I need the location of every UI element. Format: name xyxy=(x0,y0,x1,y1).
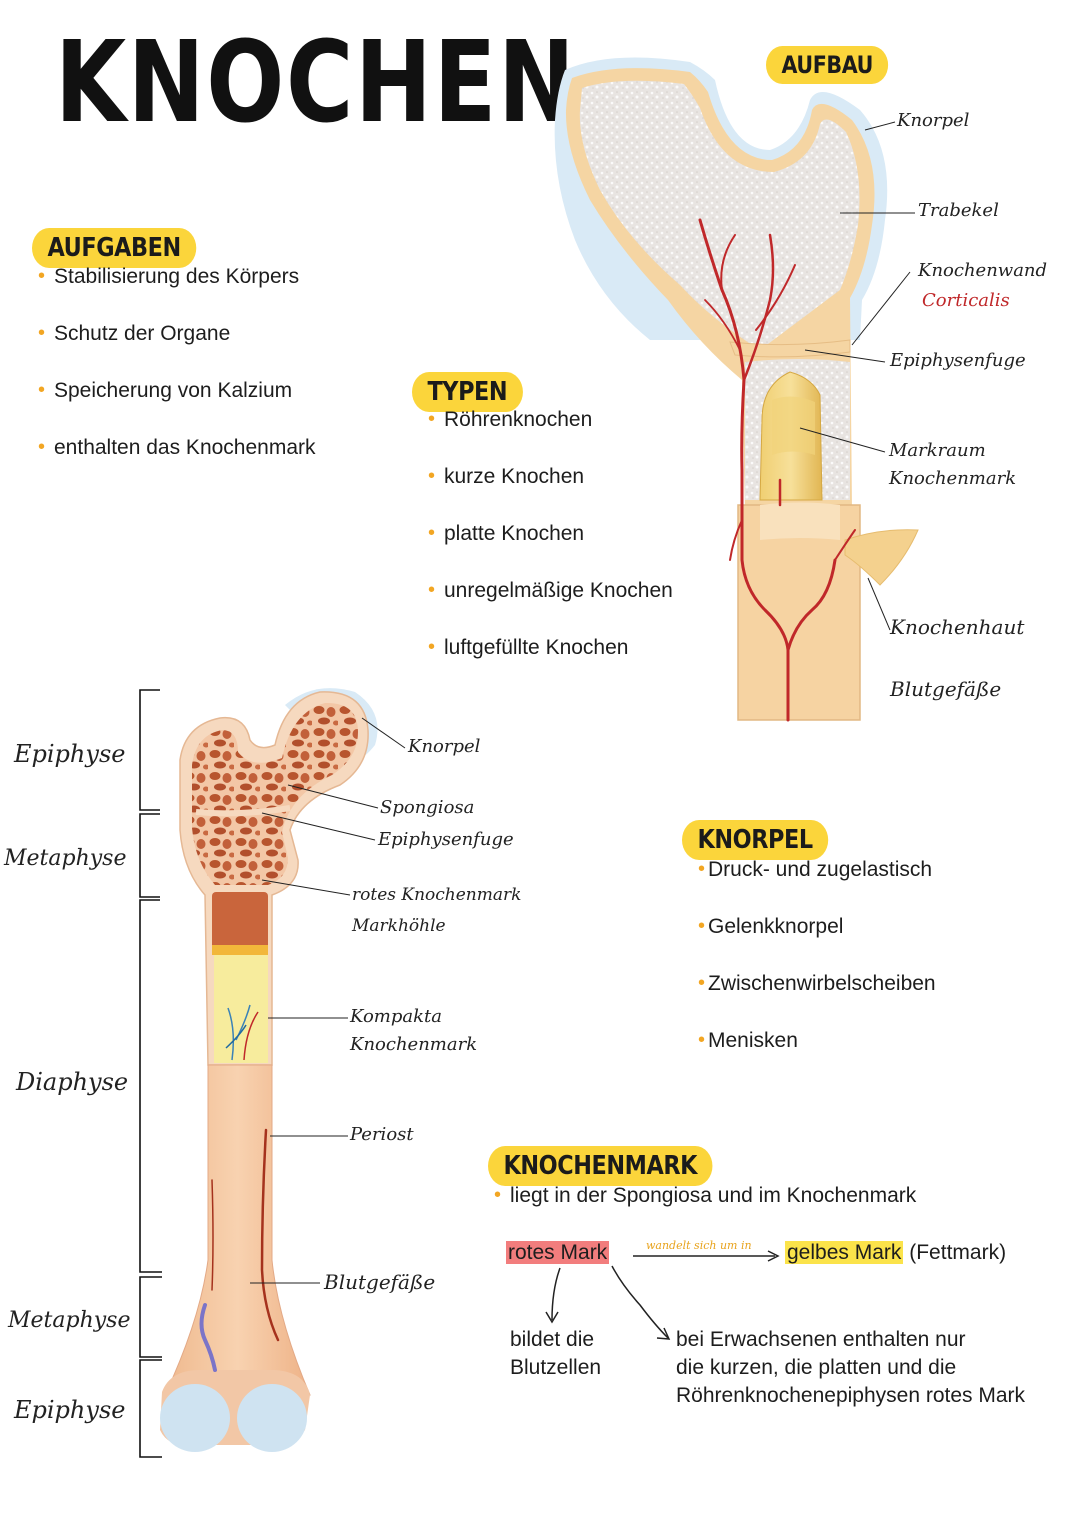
femur-label-spongiosa: Spongiosa xyxy=(380,797,475,818)
knochenmark-arrows xyxy=(545,1250,780,1340)
femur-label-rotes-knochenmark: rotes Knochenmark xyxy=(352,885,522,905)
femur-label-blutgefaesse: Blutgefäße xyxy=(324,1270,436,1294)
list-item: liegt in der Spongiosa und im Knochenmar… xyxy=(494,1184,1074,1208)
knochenmark-heading: KNOCHENMARK xyxy=(488,1146,713,1186)
femur-label-epiphysenfuge: Epiphysenfuge xyxy=(378,829,514,850)
list-item: Menisken xyxy=(698,1029,1018,1086)
bildet-text: bildet die Blutzellen xyxy=(510,1326,601,1382)
aufbau-leader-lines xyxy=(799,121,915,631)
aufbau-label-epiphysenfuge: Epiphysenfuge xyxy=(890,350,1026,371)
wandelt-label: wandelt sich um in xyxy=(646,1239,752,1252)
femur-knorpel-bottom-left xyxy=(160,1384,230,1452)
knorpel-section: KNORPEL xyxy=(682,820,852,860)
list-item: Speicherung von Kalzium xyxy=(38,379,398,436)
femur-markhoehle xyxy=(214,955,268,1063)
knochenmark-intro-list: liegt in der Spongiosa und im Knochenmar… xyxy=(494,1184,1074,1208)
list-item: unregelmäßige Knochen xyxy=(428,579,728,636)
aufbau-label-blutgefaesse: Blutgefäße xyxy=(890,677,1002,701)
knochenhaut-flap xyxy=(844,529,919,586)
femur-diaphyse xyxy=(164,1064,311,1396)
typen-section: TYPEN xyxy=(412,372,541,412)
femur-epiphysenfuge xyxy=(195,805,291,817)
aufbau-heading: AUFBAU xyxy=(766,46,889,84)
aufbau-bone-diagram xyxy=(554,57,919,722)
aufbau-label-markraum: Markraum xyxy=(889,440,986,461)
aufbau-section: AUFBAU xyxy=(766,46,908,84)
erwachsene-line-2: die kurzen, die platten und die xyxy=(676,1356,957,1379)
femur-label-knorpel: Knorpel xyxy=(408,736,481,757)
aufgaben-section: AUFGABEN xyxy=(32,228,223,268)
knorpel-heading: KNORPEL xyxy=(682,820,829,860)
aufbau-label-knochenmark: Knochenmark xyxy=(889,468,1017,489)
aufbau-blood-vessels xyxy=(698,218,856,722)
gelbes-mark-highlight: gelbes Mark xyxy=(785,1241,904,1264)
trabekel-area xyxy=(579,80,860,351)
list-item: Druck- und zugelastisch xyxy=(698,858,1018,915)
bildet-line-1: bildet die xyxy=(510,1328,595,1351)
knochenmark-section: KNOCHENMARK xyxy=(488,1146,749,1186)
femur-inner-vessels xyxy=(225,1004,259,1061)
page-title: KNOCHEN xyxy=(55,18,577,148)
femur-label-knochenmark: Knochenmark xyxy=(350,1034,478,1055)
femur-spongiosa xyxy=(192,702,358,885)
region-metaphyse-top: Metaphyse xyxy=(4,846,127,871)
list-item: Stabilisierung des Körpers xyxy=(38,265,398,322)
region-metaphyse-bottom: Metaphyse xyxy=(8,1308,131,1333)
list-item: kurze Knochen xyxy=(428,465,728,522)
list-item: Röhrenknochen xyxy=(428,408,728,465)
aufbau-label-corticalis: Corticalis xyxy=(922,290,1010,311)
typen-list: Röhrenknochen kurze Knochen platte Knoch… xyxy=(428,408,728,693)
region-epiphyse-bottom: Epiphyse xyxy=(14,1396,126,1424)
femur-leader-lines xyxy=(250,717,406,1284)
bildet-line-2: Blutzellen xyxy=(510,1356,602,1379)
femur-blood-vessels xyxy=(199,1128,280,1372)
arrow-erwachsene xyxy=(611,1265,669,1339)
region-brackets xyxy=(139,689,162,1458)
aufbau-label-knochenhaut: Knochenhaut xyxy=(890,615,1025,639)
femur-label-periost: Periost xyxy=(350,1124,414,1145)
gelbes-mark-label: gelbes Mark (Fettmark) xyxy=(785,1241,1006,1265)
fettmark-text: (Fettmark) xyxy=(909,1241,1007,1264)
femur-label-kompakta: Kompakta xyxy=(350,1006,442,1027)
femur-diagram xyxy=(160,688,378,1452)
aufgaben-heading: AUFGABEN xyxy=(32,228,197,268)
rotes-mark-highlight: rotes Mark xyxy=(506,1241,610,1264)
aufgaben-list: Stabilisierung des Körpers Schutz der Or… xyxy=(38,265,398,493)
list-item: Zwischenwirbelscheiben xyxy=(698,972,1018,1029)
femur-rotes-knochenmark xyxy=(212,892,268,950)
erwachsene-line-3: Röhrenknochenepiphysen rotes Mark xyxy=(676,1384,1026,1407)
aufbau-label-knorpel: Knorpel xyxy=(897,110,970,131)
shaft xyxy=(738,505,860,720)
list-item: enthalten das Knochenmark xyxy=(38,436,398,493)
rotes-mark-label: rotes Mark xyxy=(506,1241,610,1265)
list-item: Schutz der Organe xyxy=(38,322,398,379)
list-item: luftgefüllte Knochen xyxy=(428,636,728,693)
list-item: Gelenkknorpel xyxy=(698,915,1018,972)
list-item: platte Knochen xyxy=(428,522,728,579)
erwachsene-text: bei Erwachsenen enthalten nur die kurzen… xyxy=(676,1326,1025,1410)
femur-knorpel-bottom-right xyxy=(237,1384,307,1452)
typen-heading: TYPEN xyxy=(412,372,523,412)
aufbau-label-trabekel: Trabekel xyxy=(918,200,999,221)
aufbau-label-knochenwand: Knochenwand xyxy=(918,260,1048,281)
knorpel-list: Druck- und zugelastisch Gelenkknorpel Zw… xyxy=(698,858,1018,1086)
region-epiphyse-top: Epiphyse xyxy=(14,740,126,768)
arrow-bildet xyxy=(551,1267,561,1321)
erwachsene-line-1: bei Erwachsenen enthalten nur xyxy=(676,1328,966,1351)
region-diaphyse: Diaphyse xyxy=(16,1068,129,1096)
femur-label-markhoehle: Markhöhle xyxy=(352,916,446,936)
